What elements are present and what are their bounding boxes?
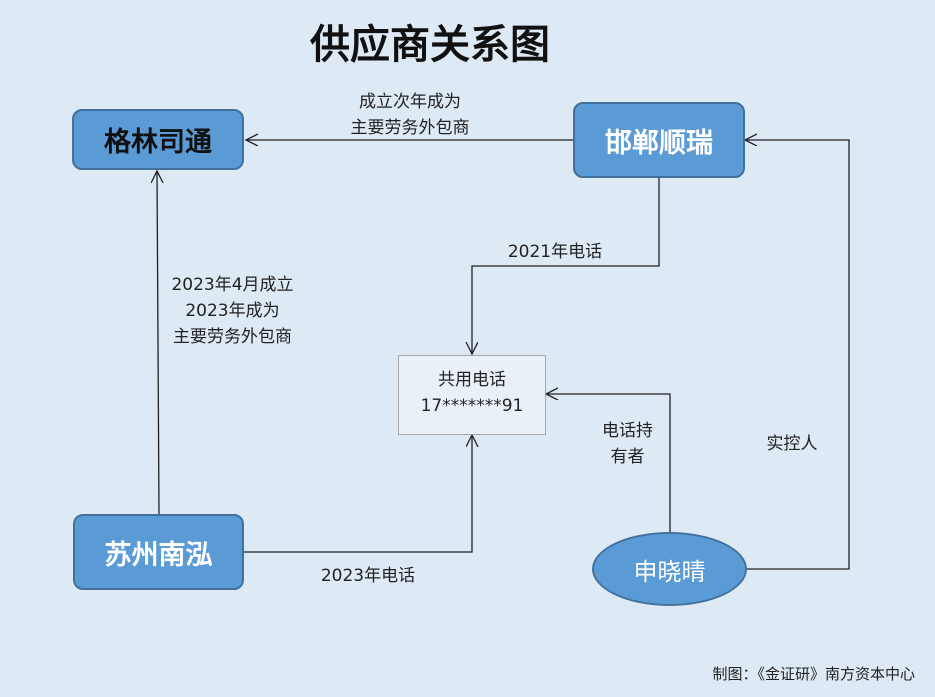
label-handan-to-gelin: 成立次年成为 主要劳务外包商: [320, 89, 500, 141]
label-line: 主要劳务外包商: [173, 327, 292, 347]
label-line: 2023年4月成立: [171, 275, 294, 295]
label-person-to-handan: 实控人: [766, 434, 818, 454]
shared-phone-number: 17*******91: [420, 396, 524, 416]
label-line: 2023年成为: [185, 301, 280, 321]
node-person-label: 申晓晴: [633, 557, 706, 586]
edge-handan-to-phone: [472, 178, 660, 354]
label-person-to-phone: 电话持 有者: [590, 418, 665, 470]
node-person: 申晓晴: [592, 532, 747, 606]
footer-credit: 制图：《金证研》南方资本中心: [712, 665, 915, 683]
label-line: 电话持: [602, 421, 653, 441]
label-suzhou-to-gelin: 2023年4月成立 2023年成为 主要劳务外包商: [150, 272, 315, 350]
node-handan-label: 邯郸顺瑞: [605, 127, 713, 159]
node-suzhou-label: 苏州南泓: [104, 539, 213, 571]
label-handan-to-phone: 2021年电话: [507, 242, 603, 262]
shared-phone-title: 共用电话: [438, 370, 506, 390]
node-suzhou: 苏州南泓: [73, 514, 244, 590]
edge-person-to-handan: [745, 140, 850, 570]
edge-person-to-phone: [546, 394, 671, 534]
edge-suzhou-to-phone: [244, 435, 472, 553]
shared-phone-box: 共用电话 17*******91: [398, 355, 546, 435]
edge-suzhou-to-gelin: [157, 171, 159, 515]
node-gelin-label: 格林司通: [104, 127, 212, 158]
node-gelin: 格林司通: [72, 109, 244, 170]
label-line: 主要劳务外包商: [350, 118, 470, 138]
diagram-title: 供应商关系图: [310, 21, 550, 68]
label-line: 成立次年成为: [359, 92, 461, 112]
label-suzhou-to-phone: 2023年电话: [320, 566, 416, 586]
node-handan: 邯郸顺瑞: [573, 102, 745, 178]
label-line: 有者: [610, 447, 645, 467]
